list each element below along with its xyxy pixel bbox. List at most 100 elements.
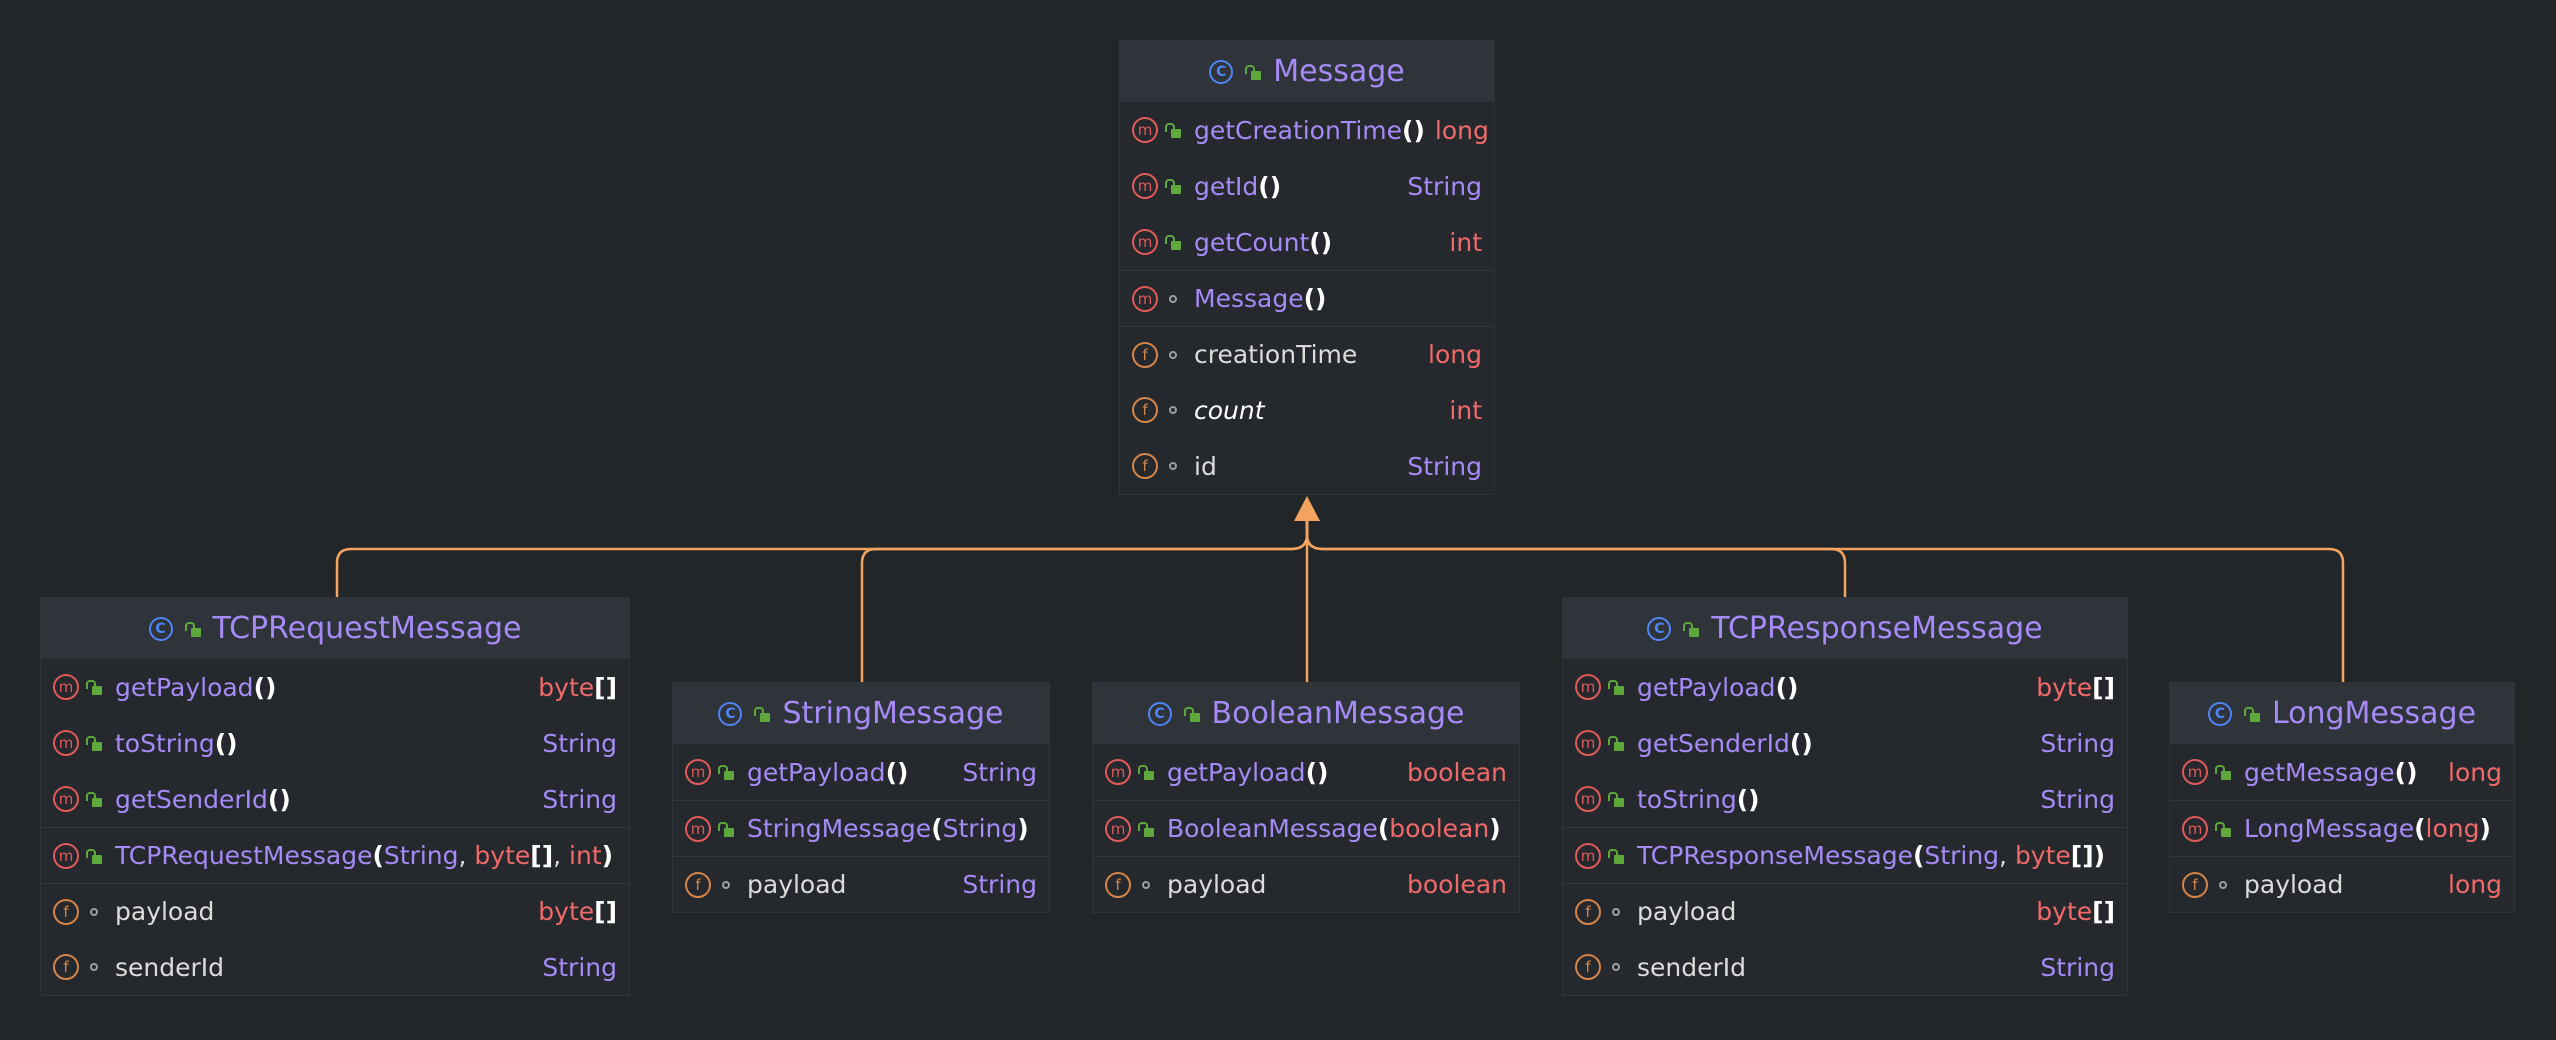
- public-lock-icon: [2243, 706, 2260, 722]
- member-name-text: payload: [2244, 870, 2344, 899]
- method-icon: m: [1575, 730, 1601, 756]
- array-brackets: []: [594, 897, 617, 926]
- member-name: toString(): [1637, 785, 2030, 814]
- param-type: int: [569, 841, 602, 870]
- lock-icon: [1138, 821, 1154, 837]
- member-name-text: count: [1194, 395, 1265, 425]
- public-lock-icon: [1245, 64, 1262, 80]
- member-name-text: StringMessage: [747, 814, 932, 843]
- method-icon: m: [1575, 842, 1601, 869]
- open-paren: (: [1309, 227, 1321, 257]
- member-name: creationTime: [1194, 340, 1418, 369]
- method-icon: m: [2182, 815, 2208, 842]
- package-visibility-icon: [1601, 907, 1631, 916]
- field-icon: f: [1575, 898, 1601, 925]
- open-paren: (: [253, 672, 265, 702]
- public-visibility-icon: [79, 735, 109, 751]
- close-paren: ): [2479, 814, 2491, 843]
- method-icon: m: [1105, 759, 1131, 785]
- public-visibility-icon: [711, 821, 741, 837]
- member-name-text: getPayload: [747, 757, 886, 787]
- member-type: String: [1407, 451, 1482, 481]
- method-icon: m: [1575, 674, 1601, 700]
- close-paren: ): [2093, 841, 2106, 870]
- param-comma: ,: [1999, 841, 2015, 870]
- field-icon: f: [1132, 341, 1158, 368]
- lock-icon: [1165, 234, 1181, 250]
- member-type: long: [2448, 757, 2502, 787]
- open-paren: (: [1736, 784, 1749, 814]
- member-name-text: payload: [115, 897, 215, 926]
- member-name-text: getId: [1194, 171, 1259, 201]
- lock-icon: [1608, 735, 1624, 751]
- method-icon: m: [53, 730, 79, 756]
- open-paren: (: [1305, 757, 1317, 787]
- param-type: String: [1924, 841, 2000, 870]
- public-visibility-icon: [1601, 679, 1631, 695]
- class-name: BooleanMessage: [1211, 696, 1465, 731]
- method-icon: m: [1132, 229, 1158, 255]
- lock-icon: [86, 735, 102, 751]
- dot-icon: [1169, 294, 1177, 303]
- member-name-text: getSenderId: [115, 784, 268, 814]
- open-paren: (: [1303, 284, 1316, 313]
- member-name: getPayload(): [1167, 758, 1397, 787]
- method-icon: m: [1132, 285, 1158, 312]
- member-type: byte[]: [2036, 672, 2115, 702]
- member-name: TCPRequestMessage(String, byte[], int): [115, 841, 613, 870]
- member-name: getId(): [1194, 172, 1397, 201]
- lock-icon: [1608, 791, 1624, 807]
- member-name: id: [1194, 452, 1397, 481]
- member-type: String: [962, 870, 1037, 899]
- member-type: String: [2040, 952, 2115, 982]
- package-visibility-icon: [1158, 294, 1188, 303]
- public-visibility-icon: [79, 679, 109, 695]
- package-visibility-icon: [1601, 963, 1631, 971]
- public-lock-icon: [184, 621, 201, 637]
- method-icon: m: [1575, 786, 1601, 812]
- member-name-text: TCPRequestMessage: [115, 841, 373, 870]
- package-visibility-icon: [79, 907, 109, 916]
- class-name: LongMessage: [2271, 696, 2477, 731]
- method-icon: m: [53, 786, 79, 812]
- array-brackets: []: [2070, 841, 2094, 870]
- member-type: int: [1449, 395, 1482, 425]
- member-type: byte[]: [538, 897, 617, 926]
- class-name: StringMessage: [782, 696, 1004, 731]
- public-visibility-icon: [79, 848, 109, 864]
